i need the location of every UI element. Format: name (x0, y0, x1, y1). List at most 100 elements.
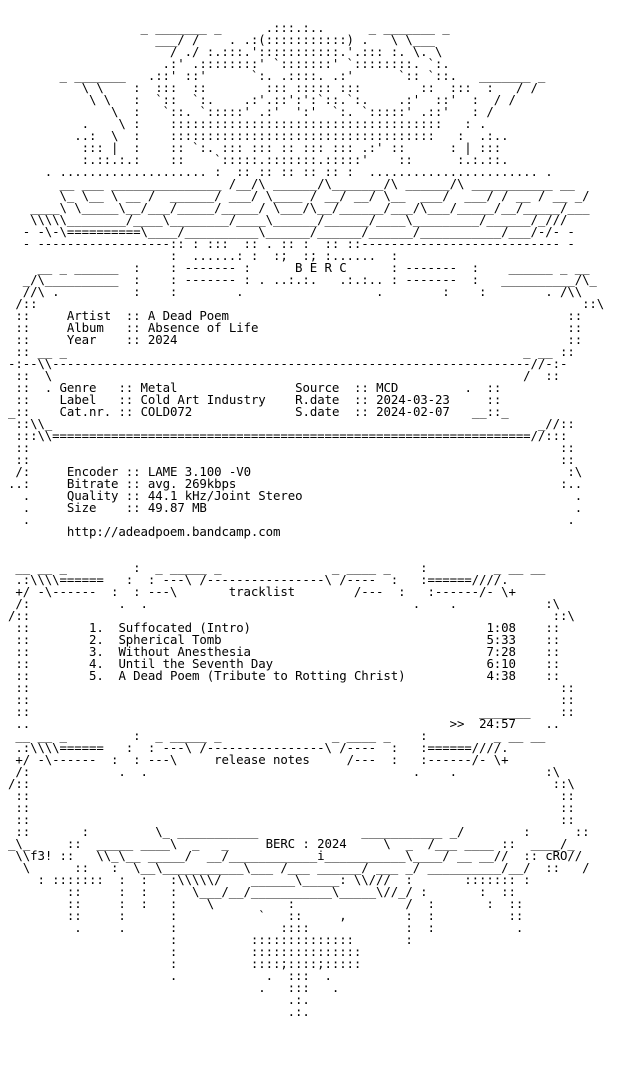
ascii-art-line: : ::::::: : : :\\\\\/ ______\_____: \\//… (8, 872, 531, 887)
info-value: Cold Art Industry (140, 392, 266, 407)
header-art-text: _ _______ .::' ::' `:. .::::. .:' `:: `:… (8, 68, 546, 83)
track-duration: 4:38 (486, 668, 516, 683)
footer-group-name: BERC (265, 836, 296, 851)
info-row: :: . Genre :: Metal Source :: MCD . :: (8, 380, 502, 395)
header-art-text: - -\-\==========\____/__________\______/… (8, 224, 575, 239)
intro-key: Artist (66, 308, 119, 323)
ascii-art-line: __ __ _ : _ _____ _ _ ____ _ : _ __ __ (8, 728, 546, 743)
info-separator: :: (118, 392, 134, 407)
nfo-document: _ _______ _ .:::.:.. _ _______ _ ___/ / … (8, 22, 632, 1062)
header-art-text: __ ___ _______________ /__/\ ______/\___… (8, 176, 575, 191)
footer-year: 2024 (317, 836, 347, 851)
header-art-text: _ _______ _ .:::.:.. _ _______ _ (8, 22, 450, 35)
ascii-art-line: :: :: (8, 692, 575, 707)
header-art-line: __ _ ______ : : ------- : B E R C : ----… (8, 260, 632, 275)
info-key: R.date (295, 392, 347, 407)
info-value: 2024-02-07 (376, 404, 450, 419)
track-row: :: 4. Until the Seventh Day 6:10 :: (8, 656, 561, 671)
release-notes-header: +/ -\------ : : ---\ release notes /--- … (8, 752, 509, 767)
header-art-line: / ./ :.:::.':::::::::::.'.::: :. \. \ (8, 44, 632, 59)
intro-row: :: Artist :: A Dead Poem :: (8, 308, 583, 323)
track-duration: 5:33 (486, 632, 516, 647)
header-art-line: ____\ \_____\__/___/_____/_____/ \___/\_… (8, 200, 632, 215)
tech-key: Encoder (66, 464, 119, 479)
header-art-text: ..: \ : ::::::::::::::::::::::::::::::::… (8, 128, 509, 143)
ascii-art-line: :: \ / :: (8, 368, 560, 383)
ascii-art-line: /: . . . . :\ (8, 596, 560, 611)
intro-key: Album (66, 320, 119, 335)
header-art-line: \_ \__ \ __ / ______/ ___/ \____ / __/ _… (8, 189, 632, 202)
tech-separator: :: (125, 464, 141, 479)
intro-separator: :: (125, 320, 141, 335)
header-art-text: / ./ :.:::.':::::::::::.'.::: :. \. \ (8, 44, 443, 59)
header-art-line: .:' .::::::::' `:::::::' `::::::::. `:. (8, 57, 632, 70)
track-number: 4. (88, 656, 104, 671)
tech-row: /: Encoder :: LAME 3.100 -V0 :\ (8, 464, 583, 479)
header-art-text: : ......: : :; :; :...... : (8, 248, 399, 263)
info-key: Label (59, 392, 112, 407)
header-art-line: __ ___ _______________ /__/\ ______/\___… (8, 176, 632, 191)
header-group-name: __ _ ______ : : ------- : B E R C : ----… (8, 260, 590, 275)
info-separator: :: (354, 404, 369, 419)
header-art-line: ::: | : :: `:. ::: ::: :: ::: ::: .:' ::… (8, 141, 632, 154)
header-art-text: \\\\\________/____\________/____\______/… (8, 212, 568, 227)
ascii-art-line: :: : : : \ : / : : :: (8, 896, 524, 911)
ascii-art-line: \ :: : \__\___________\___ /___ ______/ … (8, 860, 590, 875)
ascii-art-line: . . (8, 512, 575, 527)
total-duration: 24:57 (479, 716, 516, 731)
header-art-text: ____\ \_____\__/___/_____/_____/ \___/\_… (8, 200, 590, 215)
header-art-line: _ _______ .::' ::' `:. .::::. .:' `:: `:… (8, 68, 632, 83)
ascii-art-line: __ __ _ : _ _____ _ _ ____ _ : _ __ __ (8, 560, 546, 575)
header-art-line: :.::.:.: :: `:::::.:::::::.:::::' :: :.:… (8, 153, 632, 166)
track-number: 2. (88, 632, 104, 647)
header-art-line: . .................... : :: :: :: :: :: … (8, 165, 632, 178)
tech-separator: :: (125, 488, 141, 503)
ascii-art-line: :: : : : \___/__/___________\_____\//_/ … (8, 884, 516, 899)
tech-separator: :: (125, 500, 141, 515)
release-notes-title: release notes (214, 752, 310, 767)
intro-value: A Dead Poem (147, 308, 229, 323)
info-key: S.date (295, 404, 347, 419)
header-art-line: . \ : ::::::::::::::::::::::::::::::::::… (8, 117, 632, 130)
track-title: Suffocated (Intro) (118, 620, 251, 635)
ascii-art-line: /:: ::\ (8, 296, 605, 311)
header-art-line: _/\__________ : : ------- : . ..:.:. .:.… (8, 272, 632, 287)
intro-key: Year (66, 332, 119, 347)
bandcamp-link[interactable]: http://adeadpoem.bandcamp.com (66, 524, 281, 539)
info-key: Cat.nr. (59, 404, 112, 419)
header-art-line: : ......: : :; :; :...... : (8, 248, 632, 263)
header-art-text: //\ . : : . . : : . /\\ (8, 284, 583, 299)
intro-separator: :: (125, 332, 141, 347)
footer-title-row: _\_ :: _____ ____\ _ _ BERC : 2024 \ _ /… (8, 836, 575, 851)
header-art-line: \\\\\________/____\________/____\______/… (8, 212, 632, 227)
header-art-line: \ \ : `:: `:. .:'.::':':`::.`:. .:' ::' … (8, 93, 632, 106)
intro-value: 2024 (147, 332, 178, 347)
ascii-art-line: :: :: (8, 788, 575, 803)
tech-row: . Quality :: 44.1 kHz/Joint Stereo . (8, 488, 583, 503)
ascii-art-line: /:: ::\ (8, 608, 575, 623)
ascii-art-line: : :::::::::::::: : (8, 932, 413, 947)
ascii-art-line: . . ::: . (8, 968, 332, 983)
tech-value: 44.1 kHz/Joint Stereo (147, 488, 303, 503)
info-separator: :: (354, 392, 369, 407)
tech-value: LAME 3.100 -V0 (147, 464, 251, 479)
track-number: 3. (88, 644, 104, 659)
info-row: :: Label :: Cold Art Industry R.date :: … (8, 392, 502, 407)
header-art-text: \ : `::. `:::::' .:' ':' `:. `:::::' .::… (8, 104, 494, 119)
ascii-art-line: : ::::::::::::::: (8, 944, 362, 959)
ascii-art-line: :: :: (8, 452, 575, 467)
header-art-line: - ------------------:: : ::: :: . :: : :… (8, 237, 632, 250)
header-art-line: //\ . : : . . : : . /\\ (8, 284, 632, 299)
ascii-art-line: /:: ::\ (8, 776, 575, 791)
header-art-line: \ : `::. `:::::' .:' ':' `:. `:::::' .::… (8, 104, 632, 119)
info-separator: :: (354, 380, 369, 395)
footer-right-tag: cRO (545, 848, 568, 863)
ascii-art-line: :: _______ :: (8, 704, 575, 719)
tech-separator: :: (125, 476, 141, 491)
header-art-text: _/\__________ : : ------- : . ..:.:. .:.… (8, 272, 597, 287)
tech-key: Quality (66, 488, 119, 503)
tech-key: Bitrate (66, 476, 119, 491)
tech-value: 49.87 MB (147, 500, 207, 515)
intro-row: :: Year :: 2024 :: (8, 332, 583, 347)
tech-value: avg. 269kbps (147, 476, 237, 491)
